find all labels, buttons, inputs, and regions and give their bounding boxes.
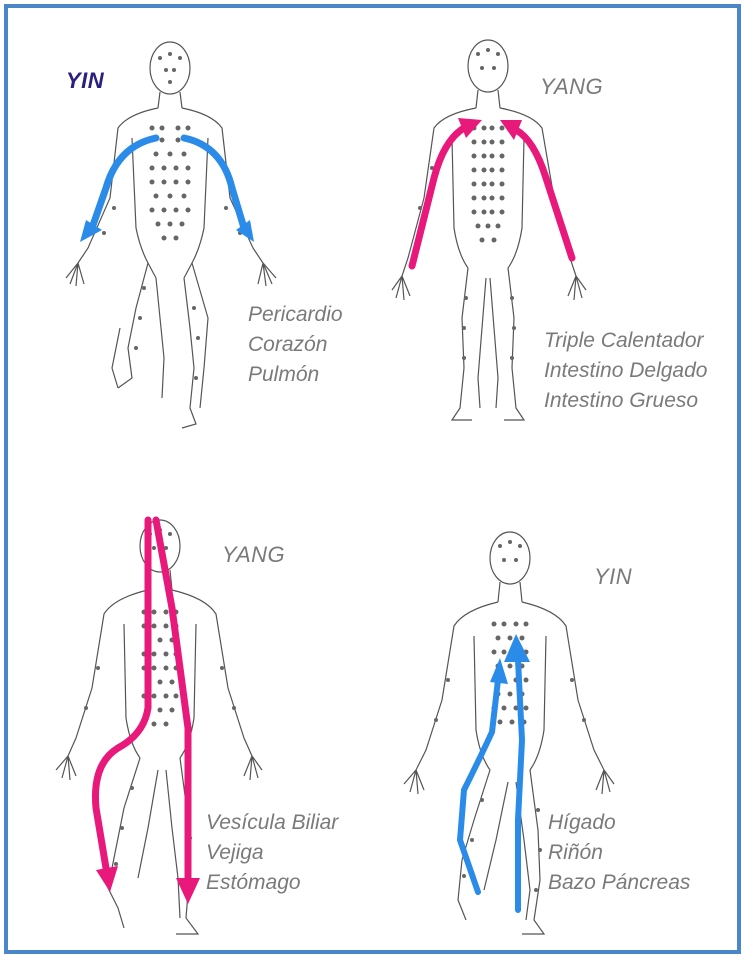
- panel-1-meridian-list: Pericardio Corazón Pulmón: [248, 300, 343, 390]
- panel-4-meridian-list: Hígado Riñón Bazo Páncreas: [548, 808, 690, 898]
- diagram-frame: YIN Pericardio Corazón Pulmón: [4, 4, 741, 954]
- panel-2-category-label: YANG: [540, 74, 603, 100]
- meridian-label: Riñón: [548, 838, 690, 868]
- panel-3-category-label: YANG: [222, 542, 285, 568]
- meridian-label: Pulmón: [248, 360, 343, 390]
- meridian-label: Vejiga: [206, 838, 338, 868]
- meridian-label: Intestino Delgado: [544, 356, 707, 386]
- panel-1-category-label: YIN: [66, 68, 104, 94]
- meridian-label: Triple Calentador: [544, 326, 707, 356]
- meridian-label: Hígado: [548, 808, 690, 838]
- meridian-label: Intestino Grueso: [544, 386, 707, 416]
- meridian-label: Corazón: [248, 330, 343, 360]
- meridian-label: Estómago: [206, 868, 338, 898]
- meridian-label: Bazo Páncreas: [548, 868, 690, 898]
- meridian-label: Pericardio: [248, 300, 343, 330]
- meridian-label: Vesícula Biliar: [206, 808, 338, 838]
- panel-4-category-label: YIN: [594, 564, 632, 590]
- panel-3-meridian-list: Vesícula Biliar Vejiga Estómago: [206, 808, 338, 898]
- panel-2-meridian-list: Triple Calentador Intestino Delgado Inte…: [544, 326, 707, 416]
